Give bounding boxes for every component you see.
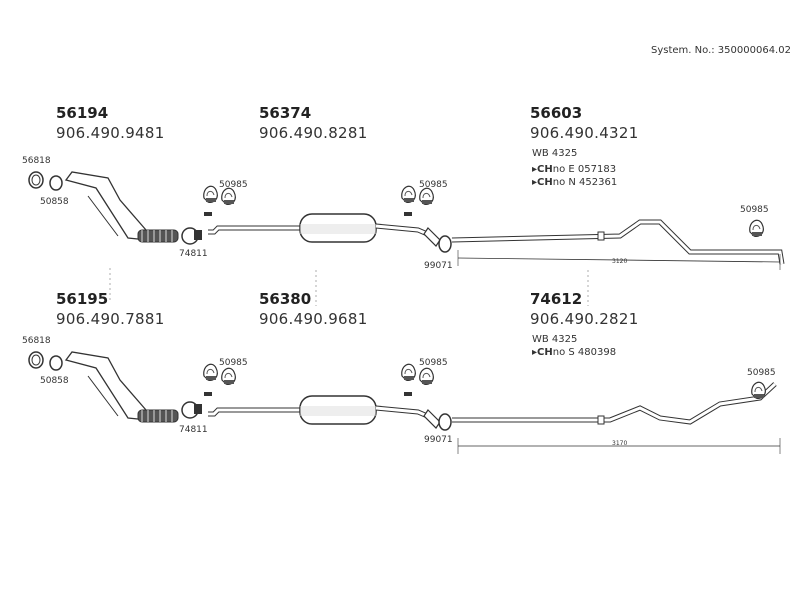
system-number: System. No.: 350000064.02 — [651, 45, 791, 56]
callout-56818: 56818 — [22, 156, 51, 166]
part-number-56195: 56195 — [56, 290, 109, 308]
pipe-clamp-74811 — [181, 401, 202, 419]
clamp-99071 — [438, 413, 452, 431]
callout-99071: 99071 — [424, 435, 453, 445]
catalytic-converter-56195 — [28, 351, 179, 423]
ch-tag: CH — [537, 164, 553, 175]
dimension-line — [457, 438, 781, 454]
dimension-label: 3170 — [612, 440, 628, 447]
middle-silencer-56374 — [204, 212, 441, 247]
oem-number: 906.490.9481 — [56, 124, 165, 142]
ch-note: ▸CHno E 057183 — [532, 164, 617, 175]
tail-pipe-56603 — [451, 219, 785, 265]
callout-56818: 56818 — [22, 336, 51, 346]
callout-50985: 50985 — [747, 368, 776, 378]
callout-50985: 50985 — [219, 358, 248, 368]
ch-note: ▸CHno S 480398 — [532, 347, 617, 358]
oem-number: 906.490.2821 — [530, 310, 639, 328]
ch-tag: CH — [537, 347, 553, 358]
part-number-74612: 74612 — [530, 290, 583, 308]
part-number-56380: 56380 — [259, 290, 312, 308]
callout-50985: 50985 — [419, 358, 448, 368]
ch-tag: CH — [537, 177, 553, 188]
rubber-mount-50985 — [419, 187, 434, 205]
rubber-mount-50985 — [203, 185, 218, 203]
oem-number: 906.490.8281 — [259, 124, 368, 142]
rubber-mount-50985 — [221, 367, 236, 385]
rubber-mount-50985 — [203, 363, 218, 381]
dimension-line — [457, 250, 781, 270]
callout-74811: 74811 — [179, 425, 208, 435]
oem-number: 906.490.9681 — [259, 310, 368, 328]
clamp-99071 — [438, 235, 452, 253]
rubber-mount-50985 — [221, 187, 236, 205]
catalytic-converter-56194 — [28, 171, 179, 243]
ch-note: ▸CHno N 452361 — [532, 177, 618, 188]
ch-text: no N 452361 — [552, 177, 618, 188]
rubber-mount-50985 — [419, 367, 434, 385]
callout-50858: 50858 — [40, 197, 69, 207]
callout-50985: 50985 — [419, 180, 448, 190]
dimension-label: 3120 — [612, 258, 628, 265]
wb-note: WB 4325 — [532, 148, 578, 159]
callout-50985: 50985 — [219, 180, 248, 190]
rubber-mount-50985 — [401, 363, 416, 381]
callout-99071: 99071 — [424, 261, 453, 271]
oem-number: 906.490.4321 — [530, 124, 639, 142]
oem-number: 906.490.7881 — [56, 310, 165, 328]
pipe-clamp-74811 — [181, 227, 202, 245]
part-number-56374: 56374 — [259, 104, 312, 122]
tail-pipe-74612 — [452, 381, 777, 425]
part-number-56603: 56603 — [530, 104, 583, 122]
callout-74811: 74811 — [179, 249, 208, 259]
ch-text: no S 480398 — [552, 347, 617, 358]
ch-text: no E 057183 — [552, 164, 617, 175]
callout-50858: 50858 — [40, 376, 69, 386]
middle-silencer-56380 — [204, 392, 441, 429]
part-number-56194: 56194 — [56, 104, 109, 122]
callout-50985: 50985 — [740, 205, 769, 215]
wb-note: WB 4325 — [532, 334, 578, 345]
rubber-mount-50985 — [401, 185, 416, 203]
